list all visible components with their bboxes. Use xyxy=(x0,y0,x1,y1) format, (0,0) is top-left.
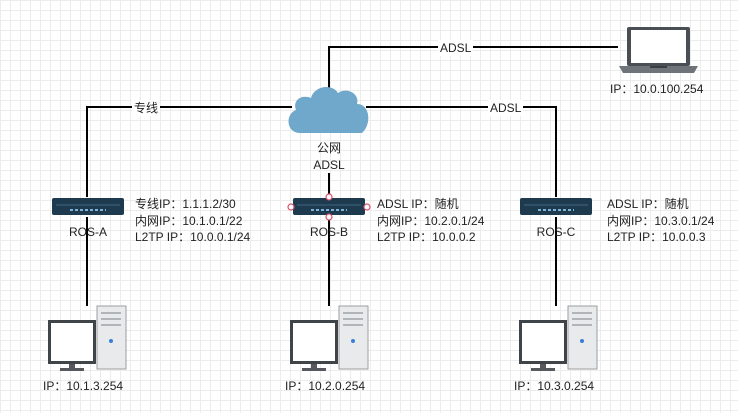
router-info-line: 专线IP：1.1.1.2/30 xyxy=(135,197,236,211)
link-label-laptop: ADSL xyxy=(438,40,474,56)
router-info-line: 内网IP：10.1.0.1/22 xyxy=(135,213,243,228)
link-cloud-ros-a xyxy=(86,106,292,197)
router-info-line: L2TP IP：10.0.0.1/24 xyxy=(135,230,251,244)
router-name-ros-c: ROS-C xyxy=(536,225,576,239)
selection-handles[interactable] xyxy=(287,193,371,221)
desktop-icon-b[interactable] xyxy=(290,305,369,371)
router-info-ros-c: ADSL IP：随机 内网IP：10.3.0.1/24 L2TP IP：10.0… xyxy=(607,196,714,246)
cloud-label-line2: ADSL xyxy=(313,158,345,172)
router-info-line: 内网IP：10.3.0.1/24 xyxy=(607,213,715,228)
desktop-icon-c[interactable] xyxy=(519,305,598,371)
link-cloud-ros-c xyxy=(366,106,557,197)
router-info-ros-a: 专线IP：1.1.1.2/30 内网IP：10.1.0.1/22 L2TP IP… xyxy=(135,196,250,246)
router-name-ros-a: ROS-A xyxy=(68,225,107,239)
desktop-icon-a[interactable] xyxy=(48,305,127,371)
router-icon-ros-a[interactable] xyxy=(52,198,124,215)
laptop-ip-label: IP：10.0.100.254 xyxy=(610,82,704,96)
cloud-icon[interactable] xyxy=(288,86,369,133)
router-info-ros-b: ADSL IP：随机 内网IP：10.2.0.1/24 L2TP IP：10.0… xyxy=(377,196,484,246)
link-label-ros-a: 专线 xyxy=(132,100,161,116)
router-icon-ros-c[interactable] xyxy=(520,198,592,215)
pc-ip-label-c: IP：10.3.0.254 xyxy=(514,379,595,393)
pc-ip-label-a: IP：10.1.3.254 xyxy=(43,379,124,393)
router-name-ros-b: ROS-B xyxy=(309,225,348,239)
router-info-line: L2TP IP：10.0.0.3 xyxy=(607,230,706,244)
router-info-line: ADSL IP：随机 xyxy=(607,197,689,211)
router-info-line: L2TP IP：10.0.0.2 xyxy=(377,230,476,244)
laptop-icon[interactable] xyxy=(619,27,698,73)
connection-lines xyxy=(86,46,618,306)
link-cloud-laptop xyxy=(328,46,618,88)
router-info-line: 内网IP：10.2.0.1/24 xyxy=(377,213,485,228)
router-icon-ros-b[interactable] xyxy=(293,198,365,215)
router-info-line: ADSL IP：随机 xyxy=(377,197,459,211)
pc-ip-label-b: IP：10.2.0.254 xyxy=(285,379,366,393)
cloud-label-line1: 公网 xyxy=(316,141,341,155)
link-label-ros-c: ADSL xyxy=(488,100,524,116)
